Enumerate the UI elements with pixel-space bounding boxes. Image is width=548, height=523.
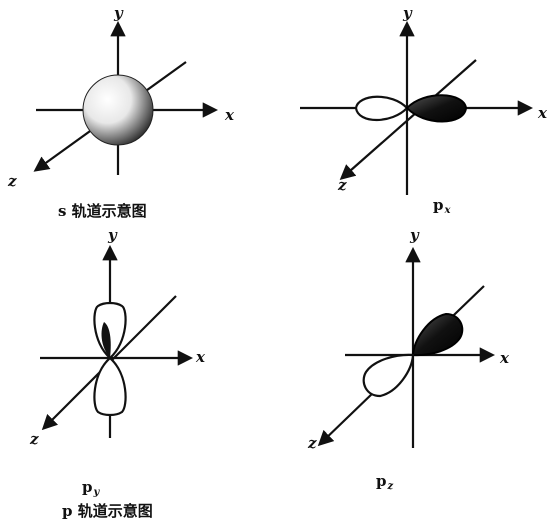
pz-upper-lobe [411,312,464,357]
py-x-label: x [195,348,206,366]
px-left-lobe [354,95,409,121]
py-caption: py [82,478,101,498]
pz-x-label: x [499,349,510,367]
px-caption-main: p [433,196,444,214]
pz-lower-lobe [362,353,415,398]
px-z-axis [339,59,477,181]
py-bottom-lobe [93,356,127,417]
px-caption-sub: x [444,205,452,216]
pz-caption-sub: z [387,481,394,492]
s-z-label: z [7,172,17,190]
pz-caption: pz [376,472,394,492]
py-top-lobe [93,301,127,360]
px-right-lobe [405,94,468,123]
px-z-label: z [337,176,347,194]
pz-orbital-panel: y x z pz [307,226,510,492]
py-caption-sub: y [93,487,101,498]
px-x-label: x [537,104,548,122]
py-caption-main: p [82,478,93,496]
pz-y-label: y [409,226,420,244]
pz-caption-main: p [376,472,387,490]
py-orbital-panel: y x z py [29,226,206,498]
py-top-lobe-shading [101,322,111,358]
p-group-caption: p 轨道示意图 [62,502,153,520]
s-orbital-sphere [82,74,154,146]
pz-z-label: z [307,434,317,452]
px-caption: px [433,196,452,216]
px-orbital-panel: y x z px [300,4,548,216]
py-y-label: y [107,226,118,244]
px-y-label: y [402,4,413,22]
s-orbital-panel: y x z s 轨道示意图 [7,4,235,220]
s-y-label: y [113,4,124,22]
s-x-label: x [224,106,235,124]
s-caption: s 轨道示意图 [58,202,147,220]
py-z-label: z [29,430,39,448]
